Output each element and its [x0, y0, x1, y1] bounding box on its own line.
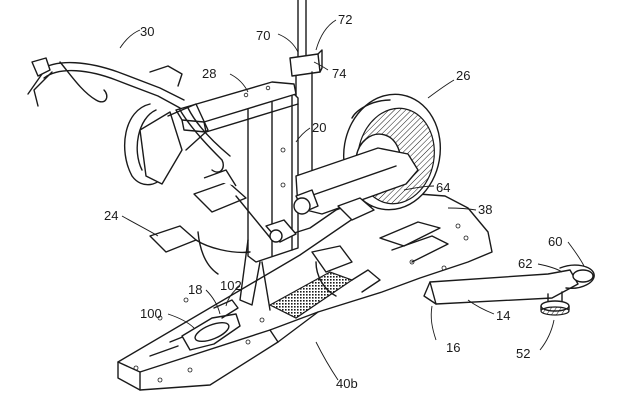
stabilizer-arm — [423, 264, 595, 316]
label-28: 28 — [202, 66, 216, 81]
label-74: 74 — [332, 66, 346, 81]
label-38: 38 — [478, 202, 492, 217]
label-64: 64 — [436, 180, 450, 195]
handlebars — [27, 57, 231, 186]
label-18: 18 — [188, 282, 202, 297]
label-40b: 40b — [336, 376, 358, 391]
leader-lines — [119, 19, 585, 381]
label-16: 16 — [446, 340, 460, 355]
label-70: 70 — [256, 28, 270, 43]
label-72: 72 — [338, 12, 352, 27]
label-102: 102 — [220, 278, 242, 293]
label-62: 62 — [518, 256, 532, 271]
upright-column — [239, 91, 299, 311]
label-30: 30 — [140, 24, 154, 39]
label-24: 24 — [104, 208, 118, 223]
label-20: 20 — [312, 120, 326, 135]
reference-labels: 30 70 72 74 28 26 20 64 24 38 60 62 18 1… — [104, 12, 562, 391]
label-14: 14 — [496, 308, 510, 323]
drivetrain — [149, 147, 419, 297]
label-26: 26 — [456, 68, 470, 83]
label-100: 100 — [140, 306, 162, 321]
label-60: 60 — [548, 234, 562, 249]
label-52: 52 — [516, 346, 530, 361]
